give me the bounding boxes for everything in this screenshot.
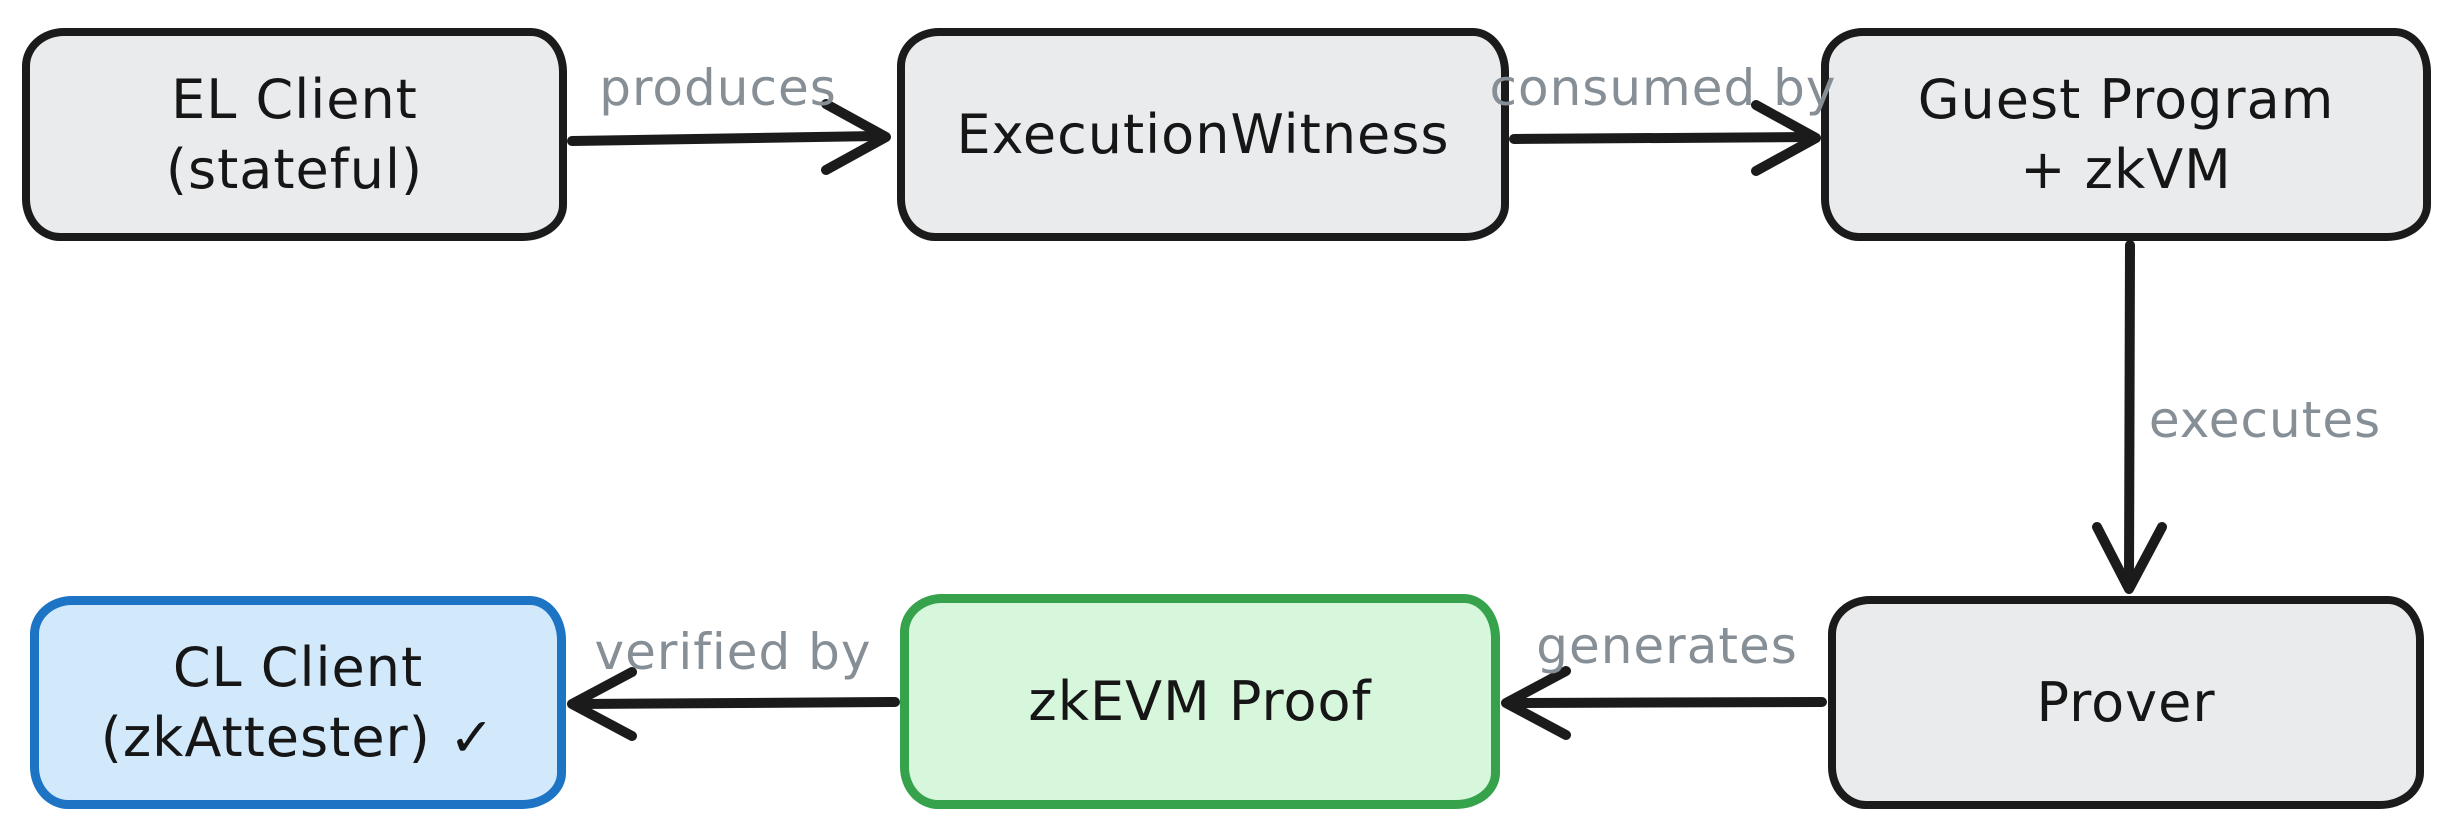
edge-label-consumed-by[interactable]: consumed by [1489,59,1837,117]
node-label-line: EL Client [171,67,418,131]
arrow-generates[interactable] [1501,666,1827,740]
node-label-line: Prover [2036,670,2216,734]
node-label-line: CL Client [172,635,424,699]
arrow-verified-by[interactable] [567,667,900,741]
node-label-line: + zkVM [2020,137,2232,201]
node-execution-witness[interactable]: ExecutionWitness [897,28,1509,241]
edge-label-verified-by[interactable]: verified by [594,623,872,681]
node-label-line: Guest Program [1917,67,2335,131]
node-label-line: (zkAttester) ✓ [100,705,496,769]
node-el-client[interactable]: EL Client (stateful) [22,28,567,241]
node-guest-program-zkvm[interactable]: Guest Program + zkVM [1821,28,2431,241]
node-zkevm-proof[interactable]: zkEVM Proof [900,594,1500,809]
edge-label-produces[interactable]: produces [599,59,837,117]
edge-label-executes[interactable]: executes [2148,391,2382,449]
node-label-line: zkEVM Proof [1028,669,1372,733]
node-label-line: ExecutionWitness [956,102,1450,166]
edge-label-generates[interactable]: generates [1536,617,1798,675]
node-label-line: (stateful) [165,137,424,201]
node-prover[interactable]: Prover [1828,596,2424,809]
node-cl-client[interactable]: CL Client (zkAttester) ✓ [30,596,566,809]
